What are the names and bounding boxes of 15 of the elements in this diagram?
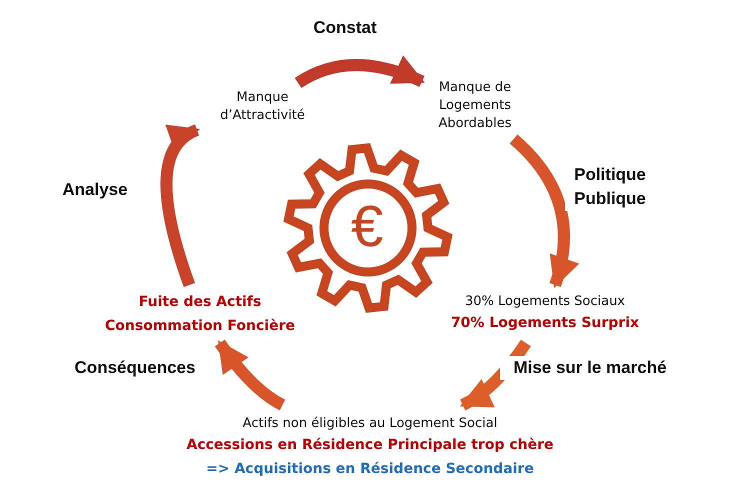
curved-arrow xyxy=(510,134,578,288)
node-text: => Acquisitions en Résidence Secondaire xyxy=(206,460,534,479)
node-text: Actifs non éligibles au Logement Social xyxy=(242,415,498,433)
node-text: Manque d’Attractivité xyxy=(219,89,306,125)
curved-arrow xyxy=(214,340,286,410)
node-text: Fuite des Actifs xyxy=(138,293,262,312)
curved-arrow xyxy=(160,124,200,287)
node-text: Accessions en Résidence Principale trop chère xyxy=(186,436,554,455)
euro-sign: € xyxy=(351,197,384,257)
curved-arrow xyxy=(294,56,425,88)
node-text: 70% Logements Surprix xyxy=(450,314,640,333)
node-text: 30% Logements Sociaux xyxy=(464,293,625,311)
node-text: Manque de Logements Abordables xyxy=(437,79,513,133)
curved-arrow xyxy=(460,340,531,410)
node-text: Consommation Foncière xyxy=(105,317,295,336)
